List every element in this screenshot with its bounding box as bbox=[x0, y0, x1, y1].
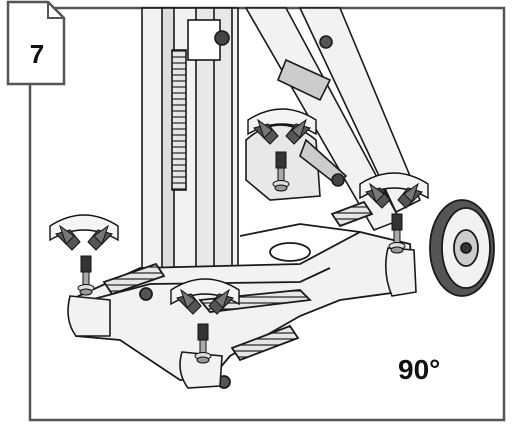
wheel-icon bbox=[429, 199, 495, 297]
rotation-angle: 90° bbox=[398, 354, 441, 385]
step-tab bbox=[6, 0, 66, 86]
page-corner-icon bbox=[47, 2, 64, 19]
brace bbox=[244, 7, 422, 231]
column bbox=[141, 7, 239, 309]
page-frame bbox=[28, 6, 506, 422]
base-frame bbox=[68, 200, 415, 389]
step-number: 7 bbox=[29, 39, 45, 69]
